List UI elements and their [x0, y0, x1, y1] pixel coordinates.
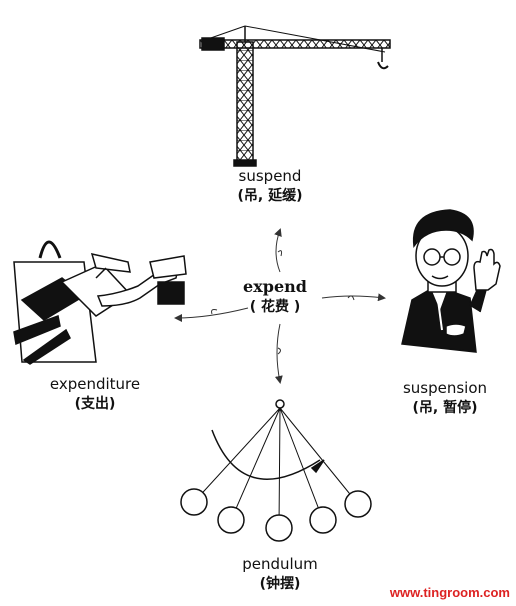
arrow-to-right — [321, 293, 386, 302]
crane-icon — [199, 25, 391, 167]
node-left-meaning: (支出) — [74, 395, 116, 412]
node-bottom-meaning: (钟摆) — [259, 575, 301, 592]
node-bottom-word: pendulum — [242, 555, 318, 573]
node-right-meaning: (吊, 暂停) — [412, 399, 478, 416]
node-bottom-label: pendulum (钟摆) — [215, 556, 345, 592]
arrow-to-bottom — [274, 323, 283, 384]
node-top-meaning: (吊, 延缓) — [237, 187, 303, 204]
center-word: expend — [243, 277, 307, 296]
node-right-label: suspension (吊, 暂停) — [380, 380, 510, 416]
node-left-label: expenditure (支出) — [30, 376, 160, 412]
watermark: www.tingroom.com — [389, 585, 510, 600]
node-top-label: suspend (吊, 延缓) — [205, 168, 335, 204]
pendulum-icon — [180, 399, 372, 542]
shopping-bag-hands-icon — [13, 240, 187, 365]
center-meaning: ( 花费 ) — [249, 298, 301, 315]
center-label: expend ( 花费 ) — [215, 278, 335, 315]
arrow-to-top — [274, 228, 282, 273]
man-raising-hand-icon — [401, 209, 501, 353]
node-left-word: expenditure — [49, 375, 141, 393]
node-top-word: suspend — [238, 167, 302, 185]
connector-arrows — [174, 228, 386, 384]
node-right-word: suspension — [402, 379, 488, 397]
arrow-to-left — [174, 307, 249, 322]
